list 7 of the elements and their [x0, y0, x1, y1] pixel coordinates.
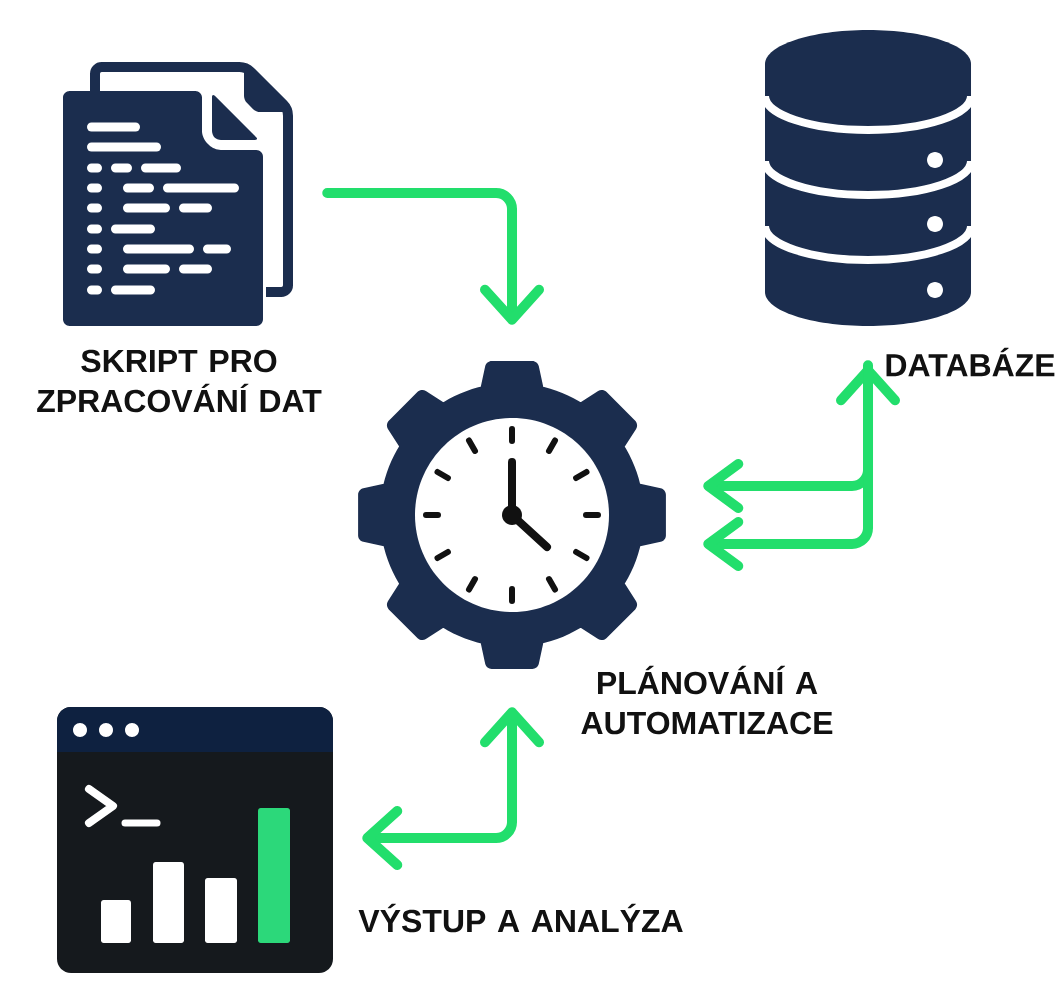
- arrow: [362, 707, 544, 870]
- node-label: PLÁNOVÁNÍ A AUTOMATIZACE: [581, 665, 833, 735]
- arrow: [322, 188, 544, 325]
- arrow: [703, 360, 873, 571]
- node-label: DATABÁZE: [886, 347, 1055, 377]
- node-label: SKRIPT PRO ZPRACOVÁNÍ DAT: [37, 349, 322, 413]
- node-label: VÝSTUP A ANALÝZA: [358, 903, 683, 933]
